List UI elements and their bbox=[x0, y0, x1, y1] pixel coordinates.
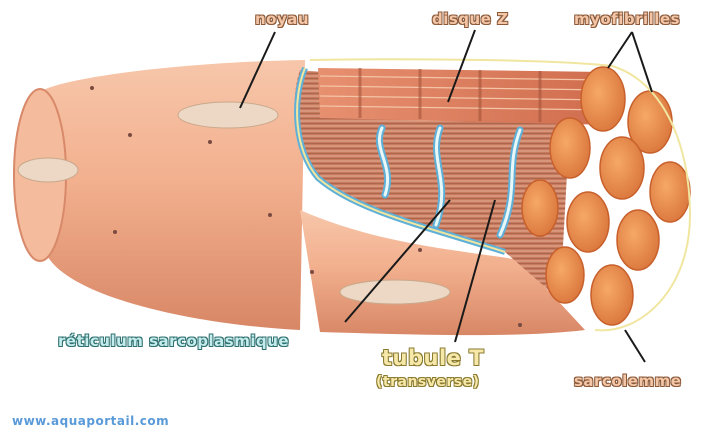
fiber-cylinder bbox=[14, 60, 305, 330]
label-sarcolemme: sarcolemme bbox=[574, 372, 681, 390]
watermark: www.aquaportail.com bbox=[12, 414, 169, 428]
myofibril-bundle bbox=[318, 68, 612, 125]
label-noyau: noyau bbox=[255, 10, 309, 28]
label-disque-z: disque Z bbox=[432, 10, 509, 28]
label-myofibrilles: myofibrilles bbox=[574, 10, 680, 28]
label-transverse: (transverse) bbox=[376, 374, 480, 390]
label-reticulum: réticulum sarcoplasmique bbox=[58, 332, 289, 350]
label-tubule-t: tubule T bbox=[382, 346, 484, 370]
